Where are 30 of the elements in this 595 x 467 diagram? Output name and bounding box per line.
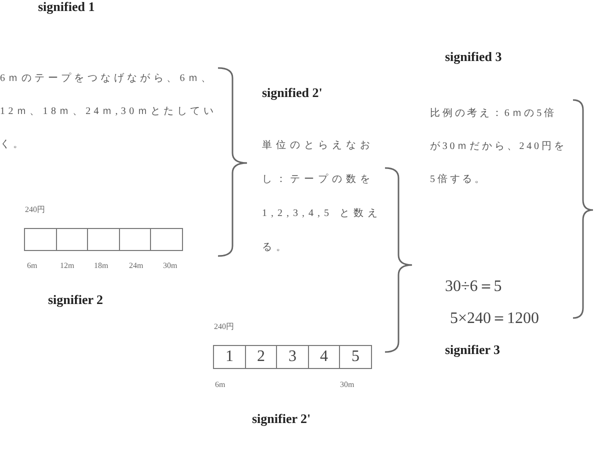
equation-text: 30÷6＝5 [445,278,502,296]
sign-heading: signifier 2 [48,293,104,308]
length-label: 6m [27,262,38,271]
numbered-tape-segment: 5 [339,345,372,369]
description-text: 6ｍのテープをつなげながら、6ｍ、12ｍ、18ｍ、24ｍ,30ｍとたしていく。 [0,72,218,152]
price-label: 240円 [214,323,234,332]
tape-segment [118,228,152,251]
sign-heading: signifier 3 [445,343,500,358]
numbered-tape-segment: 1 [213,345,246,369]
numbered-tape-segment: 2 [244,345,278,369]
sign-heading: signifier 2' [252,412,311,426]
tape-segment [150,228,183,251]
numbered-tape-segment: 3 [276,345,309,369]
tape-segment [24,228,57,251]
price-label: 240円 [25,206,45,215]
sign-heading: signified 2' [262,86,322,100]
length-label: 12m [60,262,74,271]
sign-heading: signified 1 [38,0,95,14]
length-label: 30m [163,262,178,271]
equation-text: 5×240＝1200 [450,310,540,328]
description-text: 比例の考え：6ｍの5倍が30ｍだから、240円を5倍する。 [430,106,568,187]
length-label: 18m [94,262,108,271]
sign-heading: signified 3 [445,50,502,64]
length-label: 6m [215,381,226,390]
tape-segment [87,228,120,251]
description-text: 単位のとらえなおし：テープの数を1,2,3,4,5 と数える。 [262,139,382,255]
tape-segment [56,228,88,251]
numbered-tape-segment: 4 [308,345,340,369]
length-label: 30m [340,381,354,390]
length-label: 24m [129,262,144,271]
